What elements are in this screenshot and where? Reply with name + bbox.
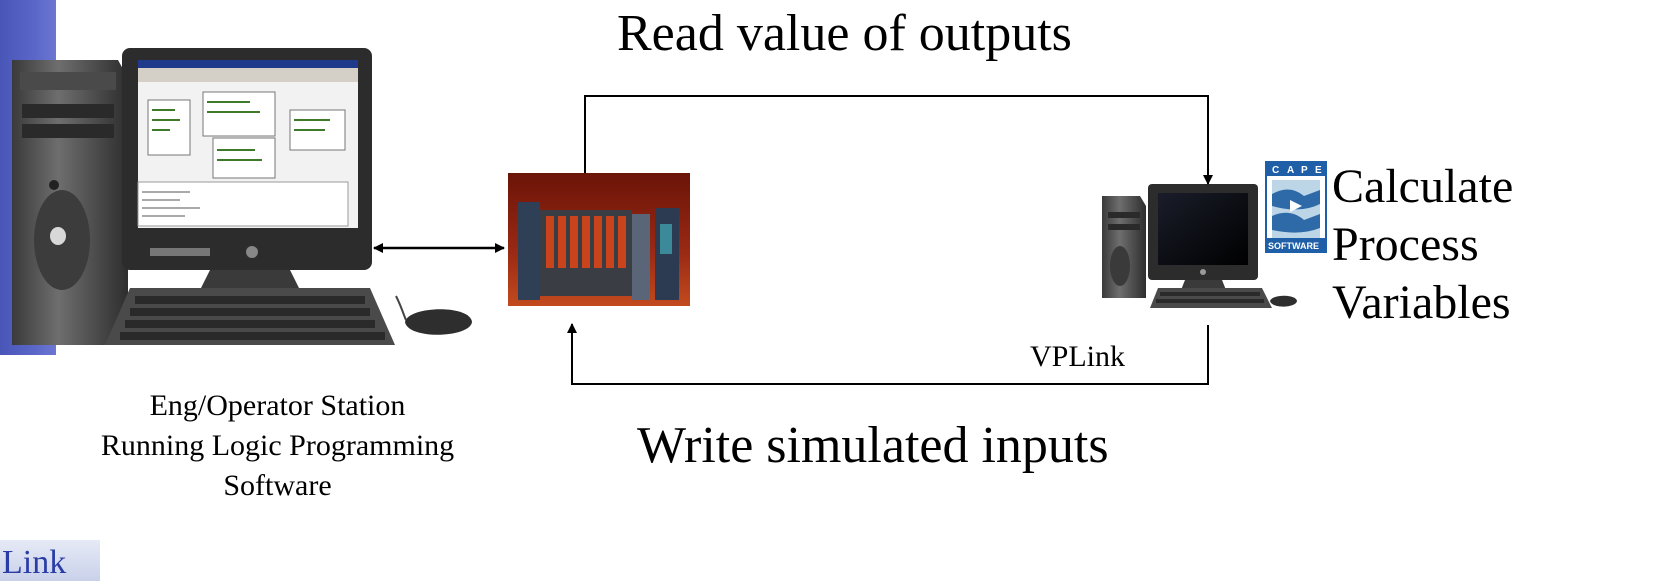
cape-software-logo: C A P E SOFTWARE [1265,161,1327,253]
vplink-label: VPLink [1030,340,1126,373]
cape-letter-p: P [1301,165,1308,176]
cape-word: SOFTWARE [1268,241,1319,251]
station-caption: Eng/Operator Station Running Logic Progr… [30,386,525,506]
simulation-pc-image [1102,184,1297,308]
engineering-workstation-image [12,48,472,345]
calculate-line: Calculate [1332,160,1514,213]
station-line-1: Eng/Operator Station [149,389,406,422]
read-outputs-arrow [584,95,1213,185]
cape-letter-c: C [1272,165,1279,176]
write-inputs-label: Write simulated inputs [637,417,1109,474]
variables-line: Variables [1332,276,1511,329]
station-line-2: Running Logic Programming [100,429,455,462]
link-tab[interactable]: Link [0,540,100,581]
plc-rack-image [508,173,690,306]
calculate-process-variables-label: Calculate Process Variables [1332,158,1513,332]
write-inputs-arrow [567,323,1209,385]
cape-letter-a: A [1287,165,1294,176]
process-line: Process [1332,218,1479,271]
read-outputs-label: Read value of outputs [617,5,1072,62]
station-line-3: Software [223,469,332,502]
cape-letter-e: E [1315,165,1322,176]
